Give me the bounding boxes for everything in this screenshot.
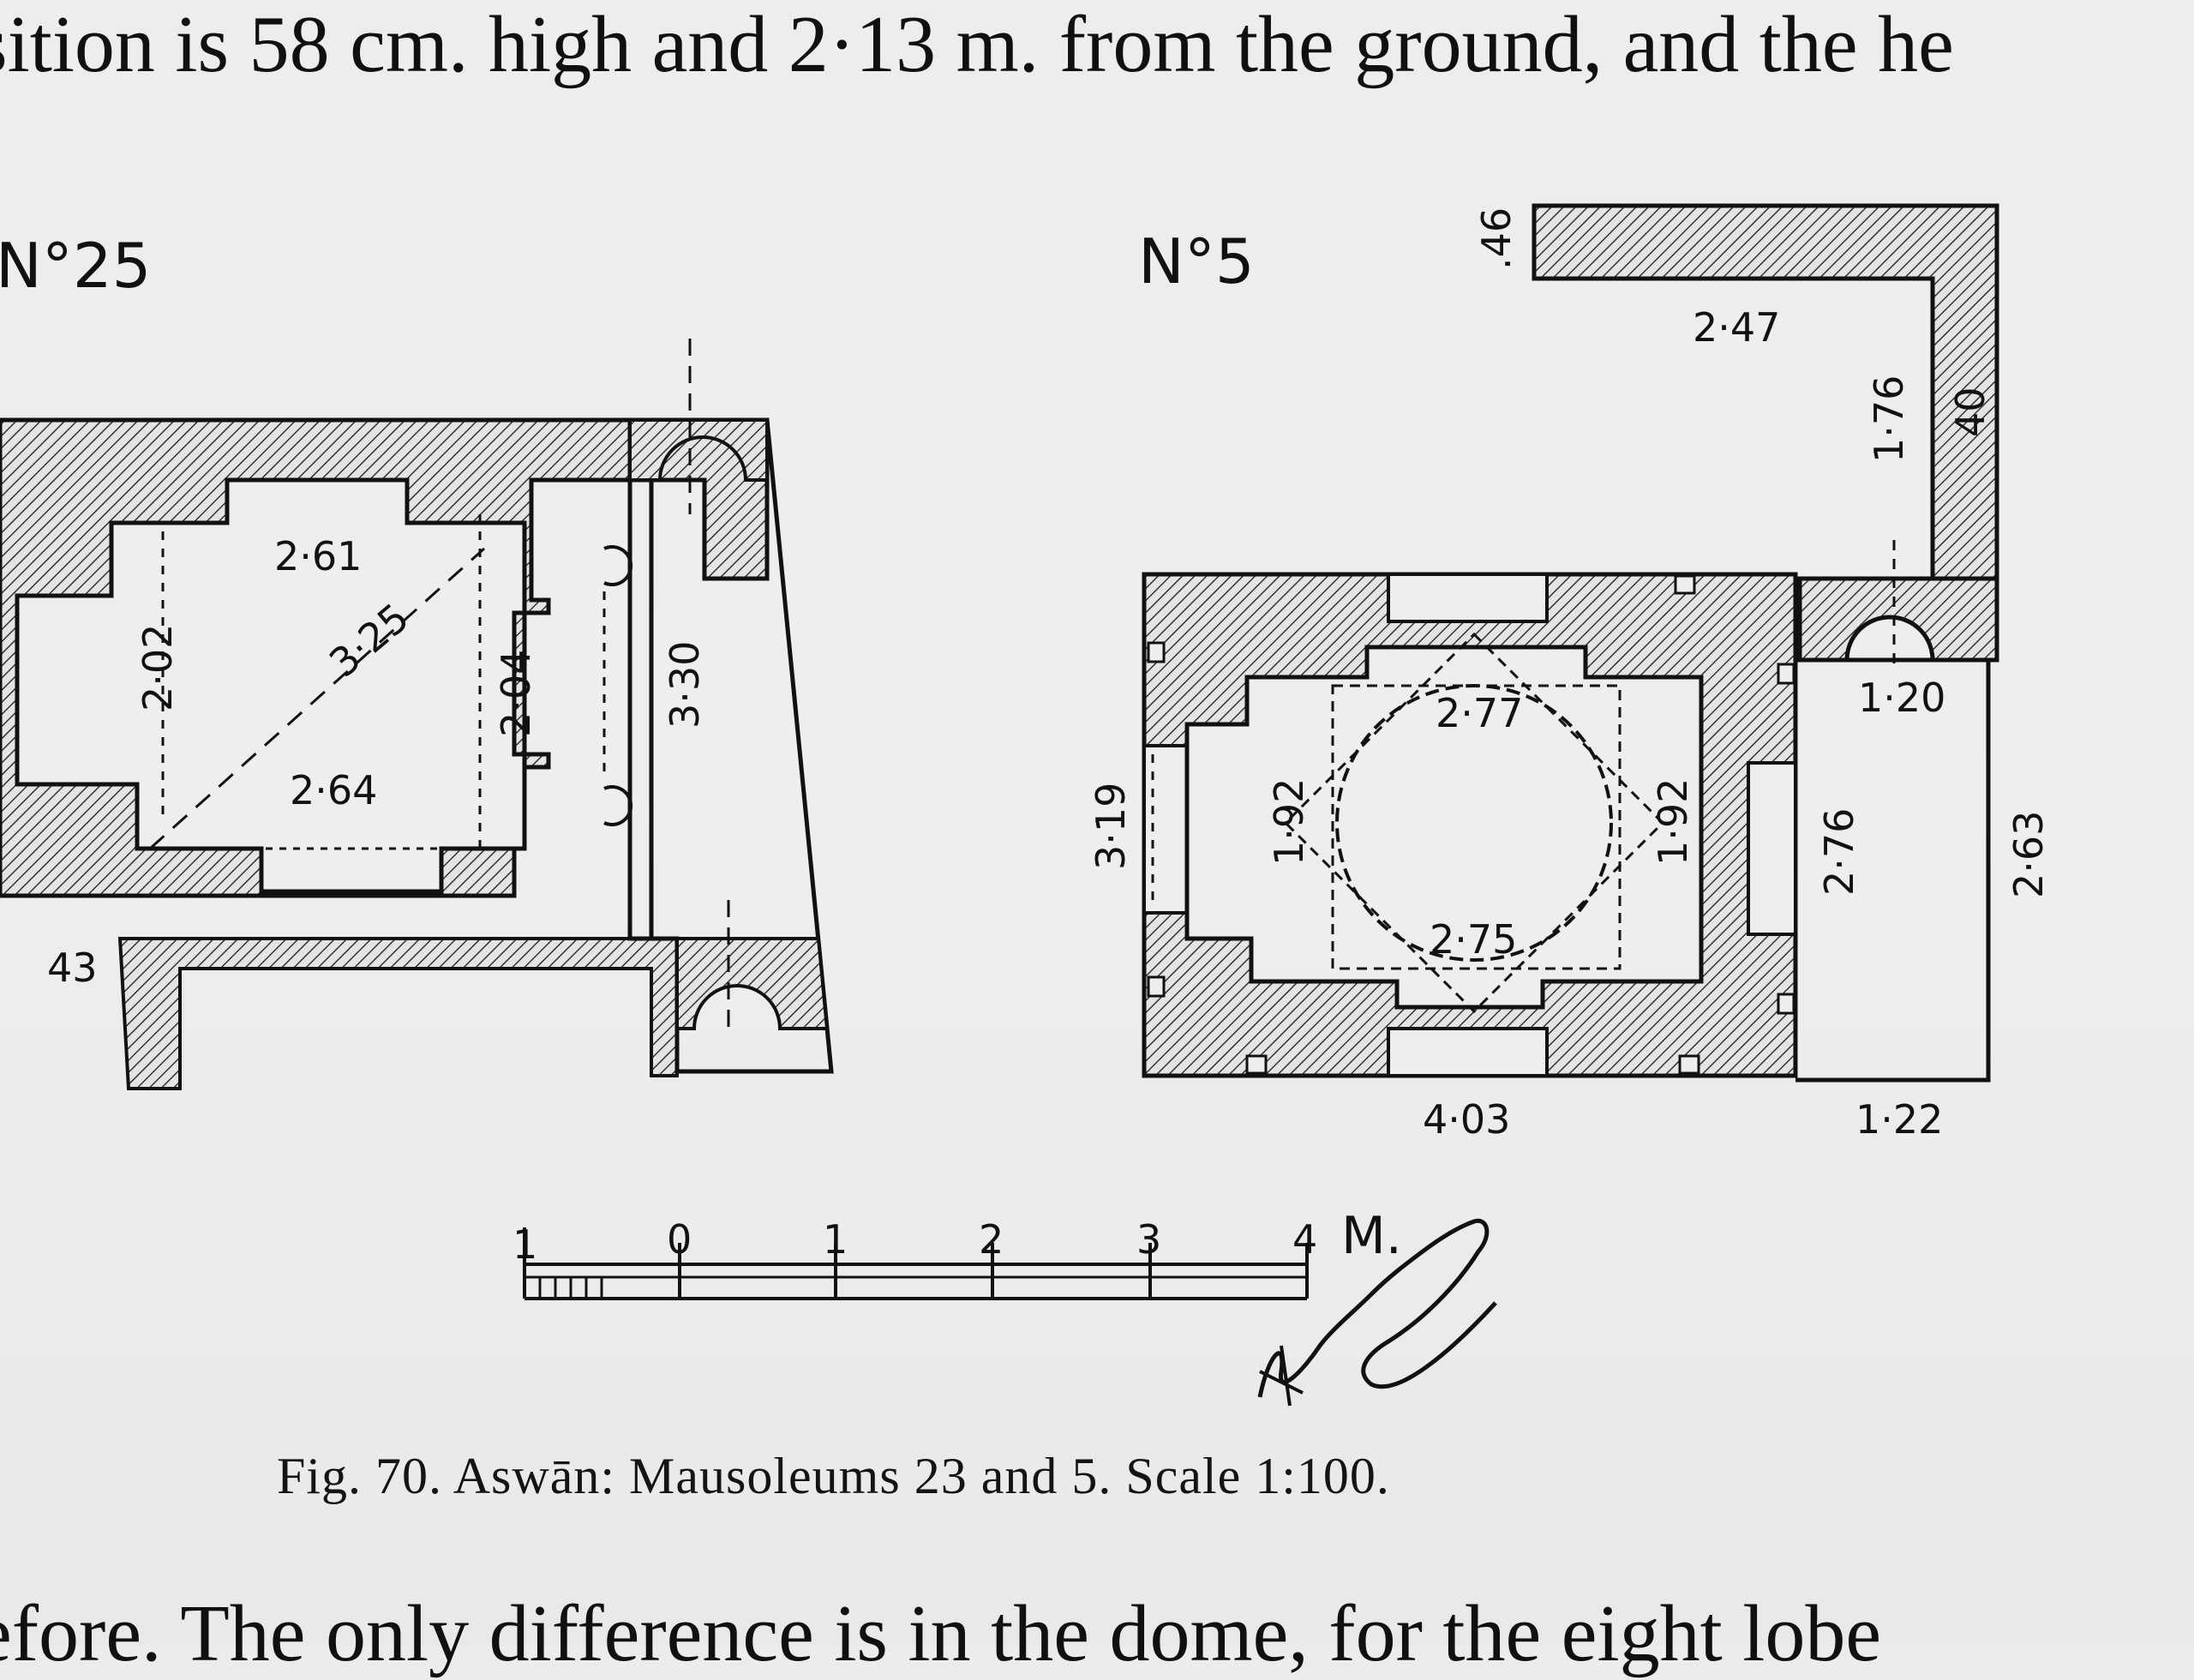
body-text-bottom: efore. The only difference is in the dom…	[0, 1589, 1882, 1678]
dim-43: 43	[47, 945, 98, 991]
dim-3-19: 3·19	[1088, 783, 1134, 870]
dim-1-92-left: 1·92	[1266, 778, 1312, 866]
dim-1-92-right: 1·92	[1650, 778, 1696, 866]
plan-5-label: N°5	[1138, 225, 1255, 297]
upper-wall-hatch	[1532, 203, 1999, 581]
scale-tick-label: 0	[667, 1216, 692, 1263]
dim-2-75: 2·75	[1430, 916, 1517, 963]
scale-tick-label: 1	[513, 1221, 537, 1268]
scale-unit: M.	[1341, 1206, 1402, 1266]
dim-2-77: 2·77	[1436, 690, 1523, 736]
plan-drawing: N°25 2·61 2·64 3·25 2·02 2·04 3·30 43	[0, 203, 2052, 1407]
dim-4-03: 4·03	[1423, 1096, 1510, 1143]
dim-1-22: 1·22	[1855, 1096, 1943, 1143]
dim-2-64: 2·64	[290, 767, 377, 813]
dim-2-76: 2·76	[1816, 808, 1862, 896]
plan-25-label: N°25	[0, 230, 151, 302]
scale-tick-label: 4	[1292, 1216, 1317, 1263]
signature	[1257, 1218, 1497, 1407]
dim-2-02: 2·02	[135, 624, 181, 711]
scale-tick-label: 3	[1136, 1216, 1161, 1263]
dim-2-47: 2·47	[1693, 304, 1780, 351]
dim-2-61: 2·61	[274, 533, 362, 579]
plan-mausoleum-25: N°25 2·61 2·64 3·25 2·02 2·04 3·30 43	[0, 230, 834, 1090]
dim-0-46: .46	[1473, 207, 1520, 270]
dim-2-63: 2·63	[2005, 811, 2052, 898]
dim-1-20: 1·20	[1858, 675, 1945, 721]
scale-tick-label: 2	[979, 1216, 1004, 1263]
dim-2-04: 2·04	[493, 650, 539, 737]
ground-hatch	[117, 937, 679, 1090]
room-void	[15, 477, 527, 894]
scale-tick-label: 1	[823, 1216, 848, 1263]
dim-1-76: 1·76	[1866, 375, 1912, 463]
plan-mausoleum-5: N°5 .46 2·47 1·76 40 2·77 1·92 1·92 2·75…	[1088, 203, 2052, 1143]
dim-3-30: 3·30	[662, 641, 708, 729]
dim-40: 40	[1947, 387, 1993, 437]
scale-bar: 1 0 1 2 3 4 M.	[513, 1206, 1402, 1300]
figure-caption: Fig. 70. Aswān: Mausoleums 23 and 5. Sca…	[277, 1448, 1390, 1504]
body-text-top: sition is 58 cm. high and 2·13 m. from t…	[0, 0, 1954, 89]
